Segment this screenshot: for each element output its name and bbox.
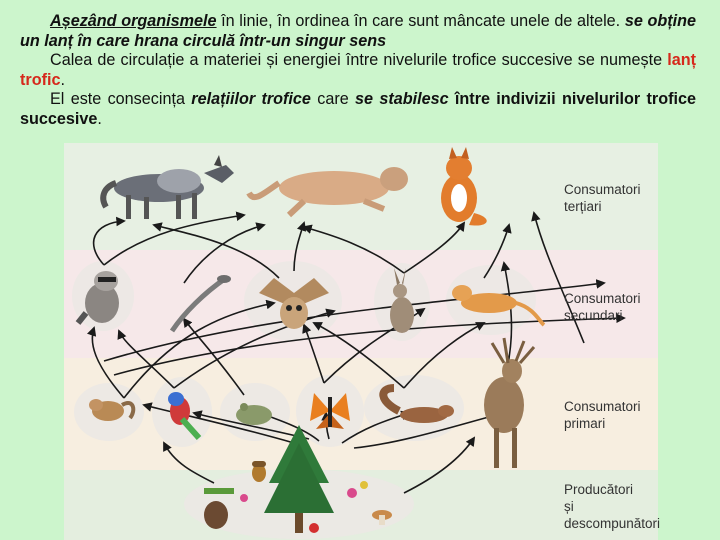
band-secondary [64, 250, 658, 358]
label-producers-line3: descompunători [564, 516, 661, 531]
lizard-icon [169, 275, 231, 333]
p3-a: El este consecința [50, 90, 192, 108]
p1-emph: Așezând organismele [50, 12, 217, 30]
mushroom-icon [372, 510, 392, 525]
label-secondary: Consumatori secundari [564, 290, 641, 324]
label-tertiary: Consumatori terțiari [564, 181, 641, 215]
label-secondary-line2: secundari [564, 308, 623, 323]
paragraph-2: Calea de circulație a materiei și energi… [20, 51, 696, 90]
p3-f: . [97, 109, 102, 128]
flowers-icon [204, 481, 368, 502]
label-tertiary-line2: terțiari [564, 199, 602, 214]
tree-icon [264, 425, 334, 533]
deer-icon [484, 337, 536, 468]
p2-end: . [60, 70, 65, 89]
acorn-icon [252, 461, 266, 482]
rabbit-icon [390, 268, 414, 333]
p1-conclusion: se obține un lanț în care hrana circulă … [20, 12, 696, 50]
p2-term: lanț trofic [20, 51, 696, 89]
label-primary-line2: primari [564, 416, 606, 431]
raccoon-icon [75, 271, 119, 325]
p3-b: relațiilor trofice [191, 90, 311, 108]
ladybug-icon [309, 523, 319, 533]
wolf-icon [100, 155, 234, 219]
p3-d: se stabilesc [355, 90, 449, 108]
bird-icon [168, 392, 202, 441]
label-primary-line1: Consumatori [564, 399, 641, 414]
paragraph-1: Așezând organismele în linie, în ordinea… [20, 12, 696, 51]
paragraph-3: El este consecința relațiilor trofice ca… [20, 90, 696, 129]
p3-c: care [310, 90, 356, 108]
intro-text: Așezând organismele în linie, în ordinea… [20, 12, 696, 129]
food-web-graphic [75, 147, 626, 533]
butterfly-icon [310, 393, 350, 429]
food-web-diagram: Consumatori terțiari Consumatori secunda… [64, 143, 660, 540]
p3-e: între indivizii nivelurilor trofice succ… [20, 90, 696, 128]
arrows [87, 211, 626, 494]
label-primary: Consumatori primari [564, 398, 641, 432]
label-tertiary-line1: Consumatori [564, 182, 641, 197]
owl-icon [259, 278, 329, 329]
weasel-icon [452, 285, 546, 327]
label-producers-line2: și [564, 499, 574, 514]
label-producers-line1: Producători [564, 482, 634, 497]
fox-icon [441, 147, 487, 226]
pinecone-icon [204, 501, 228, 529]
frog-icon [236, 403, 272, 425]
label-secondary-line1: Consumatori [564, 291, 641, 306]
label-producers: Producători și descompunători [564, 481, 660, 532]
p2-body: Calea de circulație a materiei și energi… [50, 51, 668, 69]
chipmunk-icon [89, 399, 136, 421]
cougar-icon [246, 167, 408, 218]
squirrel-icon [379, 384, 454, 423]
p1-body: în linie, în ordinea în care sunt mâncat… [216, 12, 625, 30]
